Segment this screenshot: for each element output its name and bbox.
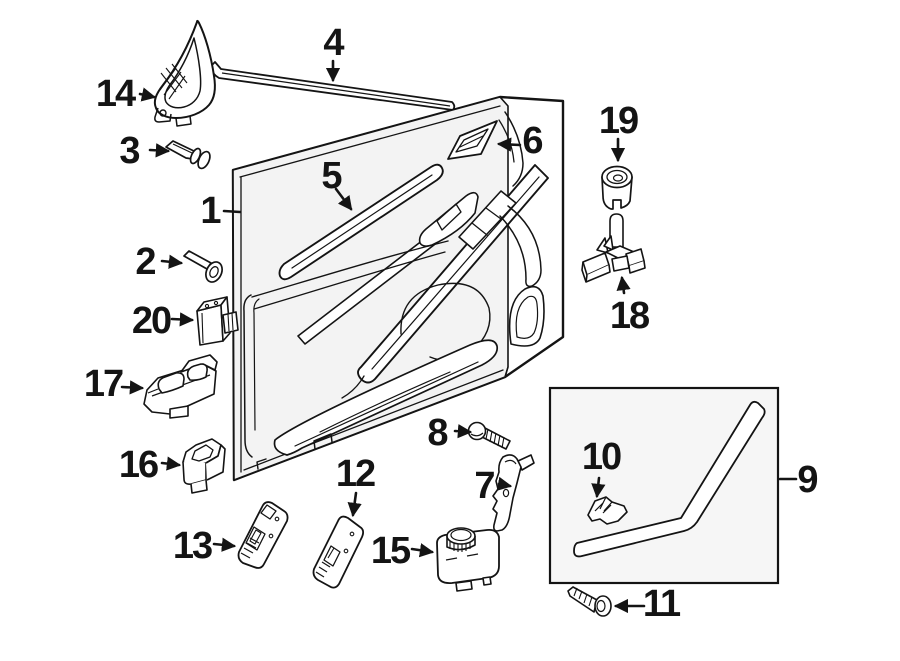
part-callout-19[interactable]: 19 xyxy=(598,100,639,142)
part-callout-10[interactable]: 10 xyxy=(581,436,622,478)
leader-13 xyxy=(212,537,237,552)
clip-drawing xyxy=(587,496,628,525)
part-callout-8[interactable]: 8 xyxy=(427,412,448,454)
part-callout-1[interactable]: 1 xyxy=(200,190,221,232)
part-callout-3[interactable]: 3 xyxy=(119,130,140,172)
trim-strip-inset-box xyxy=(548,386,780,585)
door-trim-panel-drawing xyxy=(231,95,565,482)
part-callout-15[interactable]: 15 xyxy=(370,530,411,572)
part-callout-14[interactable]: 14 xyxy=(95,73,136,115)
screw-8-drawing xyxy=(467,421,511,450)
leader-1 xyxy=(222,209,242,214)
leader-2 xyxy=(160,254,184,269)
part-callout-18[interactable]: 18 xyxy=(609,295,650,337)
leader-15 xyxy=(410,543,435,558)
leader-12 xyxy=(347,491,362,518)
pull-handle-bezel-drawing xyxy=(447,120,498,160)
lock-grommet-drawing xyxy=(601,165,633,210)
single-switch-drawing xyxy=(182,438,226,494)
leader-16 xyxy=(160,456,182,471)
part-callout-17[interactable]: 17 xyxy=(83,363,124,405)
part-callout-4[interactable]: 4 xyxy=(323,22,344,64)
push-clip-drawing xyxy=(165,140,211,170)
trim-strip-drawing xyxy=(573,400,766,558)
bracket-drawing xyxy=(492,454,535,532)
part-callout-13[interactable]: 13 xyxy=(172,525,213,567)
leader-3 xyxy=(148,143,171,158)
screw-11-drawing xyxy=(567,586,612,617)
window-switch-assembly-drawing xyxy=(143,354,218,419)
part-callout-7[interactable]: 7 xyxy=(474,465,495,507)
leader-17 xyxy=(120,380,145,395)
mirror-switch-drawing xyxy=(436,527,500,592)
leader-6 xyxy=(496,137,522,152)
leader-7 xyxy=(496,476,513,491)
mirror-sail-panel-drawing xyxy=(153,19,216,127)
belt-molding-drawing xyxy=(278,163,444,281)
part-callout-12[interactable]: 12 xyxy=(335,453,376,495)
leader-5 xyxy=(334,187,353,211)
part-callout-16[interactable]: 16 xyxy=(118,444,159,486)
lock-knob-drawing xyxy=(581,213,646,283)
part-callout-2[interactable]: 2 xyxy=(135,241,156,283)
part-callout-6[interactable]: 6 xyxy=(522,120,543,162)
leader-lines xyxy=(120,59,798,614)
leader-14 xyxy=(138,87,157,102)
part-callout-11[interactable]: 11 xyxy=(642,583,681,625)
leader-10 xyxy=(591,476,606,499)
window-switch-13-drawing xyxy=(237,501,289,569)
bolt-drawing xyxy=(183,250,223,283)
part-callout-20[interactable]: 20 xyxy=(131,300,172,342)
window-switch-12-drawing xyxy=(312,515,365,589)
leader-20 xyxy=(170,312,195,327)
part-callout-5[interactable]: 5 xyxy=(321,155,342,197)
part-callout-9[interactable]: 9 xyxy=(797,459,818,501)
leader-18 xyxy=(616,275,631,295)
switch-module-drawing xyxy=(196,296,239,346)
leader-8 xyxy=(453,424,473,439)
